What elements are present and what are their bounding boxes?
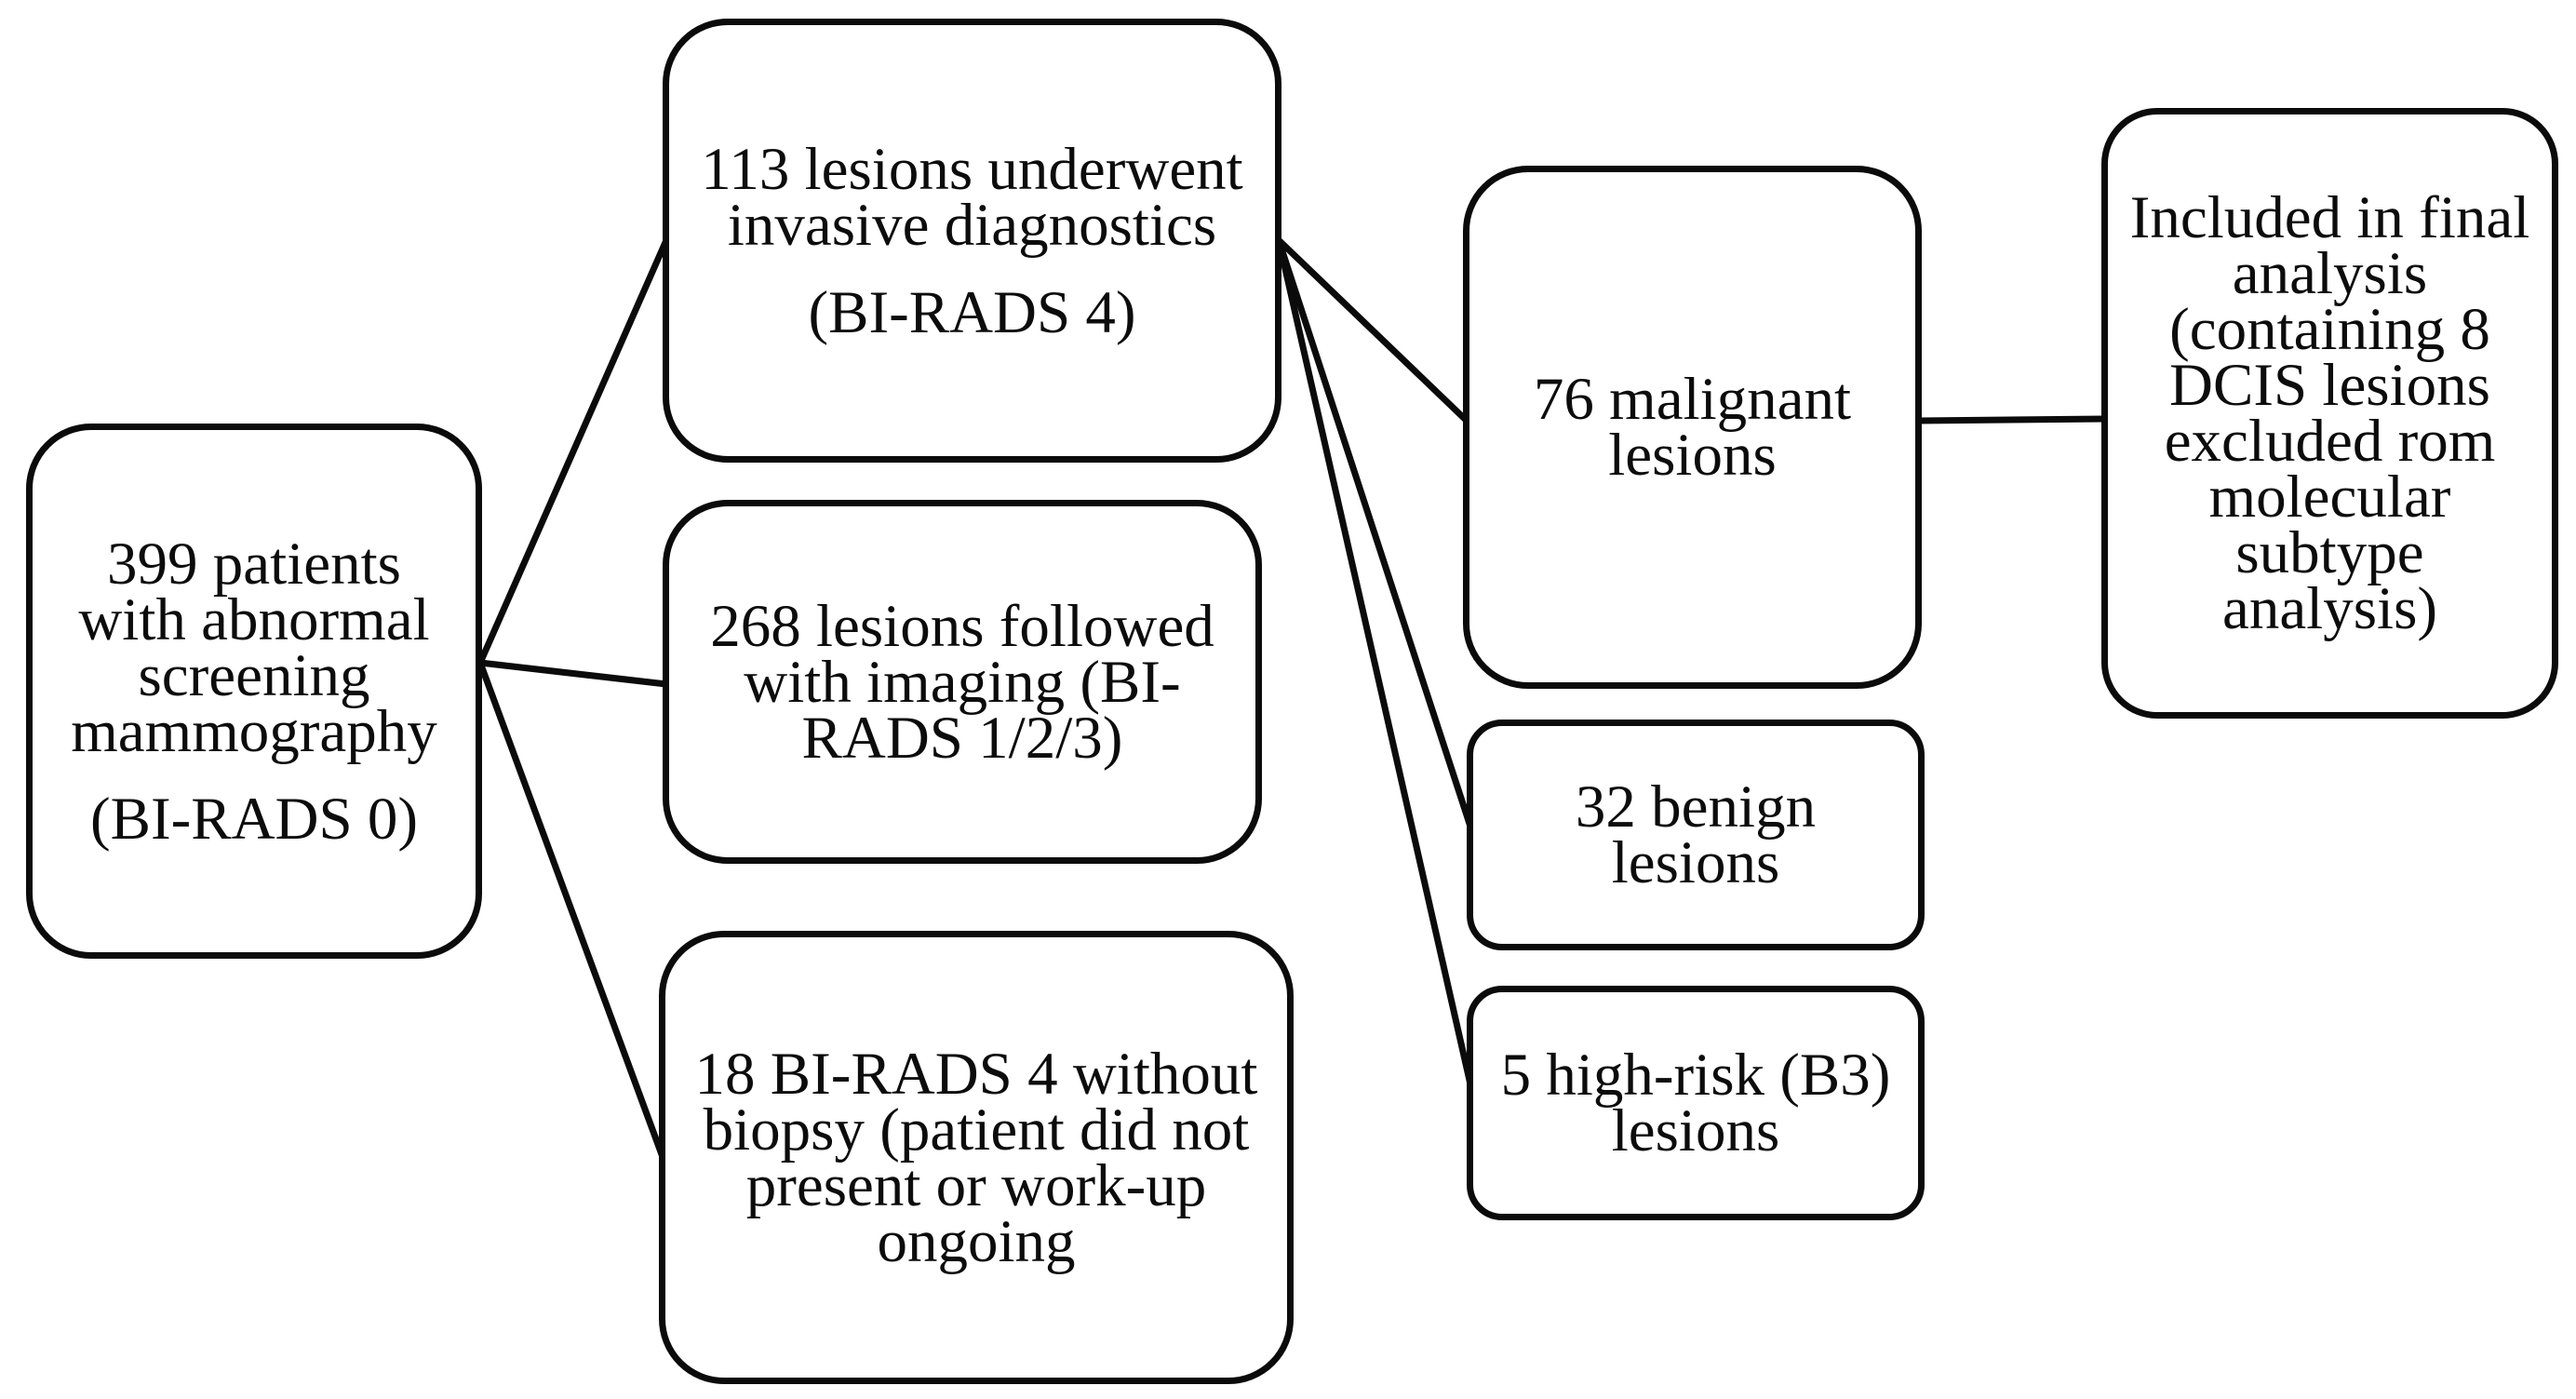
node-text-line: 113 lesions underwent	[701, 135, 1243, 203]
node-text-line: mammography	[71, 697, 437, 765]
node-text-line: screening	[138, 641, 370, 709]
node-18-without-biopsy: 18 BI-RADS 4 without biopsy (patient did…	[659, 931, 1294, 1384]
node-text-line: molecular	[2208, 464, 2451, 531]
node-32-benign-lesions: 32 benign lesions	[1467, 720, 1925, 950]
node-399-patients: 399 patients with abnormal screening mam…	[26, 424, 482, 959]
node-113-invasive-diagnostics: 113 lesions underwent invasive diagnosti…	[663, 19, 1281, 463]
node-text-line: 76 malignant	[1533, 366, 1852, 433]
node-text-line: 5 high-risk (B3)	[1500, 1042, 1891, 1109]
node-text-line: 32 benign	[1575, 773, 1817, 841]
node-text-line: invasive diagnostics	[727, 191, 1217, 259]
node-text-line: (containing 8	[2169, 296, 2490, 363]
edge-malignant-final-line	[1915, 415, 2109, 424]
node-text-line: analysis)	[2221, 575, 2438, 642]
node-text-line: 399 patients	[107, 530, 401, 598]
node-text-line: RADS 1/2/3)	[801, 704, 1123, 772]
node-text-line: subtype	[2235, 519, 2424, 586]
node-text-line: Included in final	[2129, 184, 2530, 251]
node-included-final-analysis: Included in final analysis (containing 8…	[2101, 108, 2558, 719]
node-text-line: with imaging (BI-	[744, 648, 1181, 716]
node-76-malignant-lesions: 76 malignant lesions	[1463, 166, 1922, 689]
edge-invasive-benign-line	[1275, 236, 1474, 830]
edge-patients-followed-line	[476, 659, 670, 688]
edge-patients-nobiopsy-line	[476, 659, 666, 1161]
node-text-line: 18 BI-RADS 4 without	[694, 1040, 1258, 1108]
node-268-followed-imaging: 268 lesions followed with imaging (BI- R…	[663, 500, 1262, 864]
node-text-line: DCIS lesions	[2169, 352, 2490, 419]
node-5-high-risk-lesions: 5 high-risk (B3) lesions	[1467, 986, 1925, 1220]
node-text-line: analysis	[2232, 240, 2428, 307]
node-birads-label: (BI-RADS 0)	[89, 785, 419, 853]
node-text-line: with abnormal	[78, 585, 430, 653]
node-text-line: ongoing	[877, 1207, 1076, 1275]
node-text-line: lesions	[1611, 829, 1780, 896]
node-text-line: 268 lesions followed	[710, 592, 1214, 660]
edge-invasive-highrisk-line	[1275, 236, 1474, 1088]
node-text-line: excluded rom	[2164, 408, 2496, 475]
node-text-line: present or work-up	[745, 1151, 1207, 1219]
node-birads-label: (BI-RADS 4)	[808, 278, 1136, 346]
edge-patients-invasive-line	[476, 236, 670, 666]
node-text-line: lesions	[1611, 1097, 1780, 1164]
node-text-line: biopsy (patient did not	[703, 1096, 1250, 1164]
edge-invasive-malignant-line	[1275, 236, 1470, 424]
node-text-line: lesions	[1608, 422, 1777, 489]
